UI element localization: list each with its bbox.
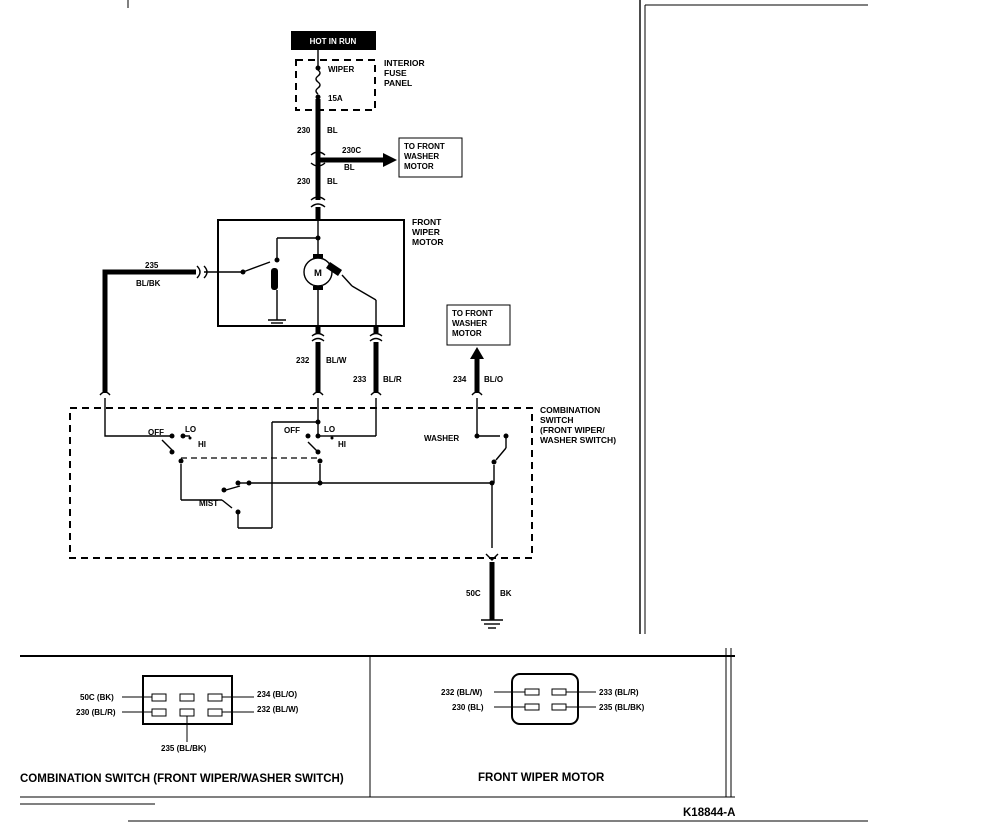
to-washer-1-line-2: WASHER: [404, 152, 439, 161]
wire-235-num: 235: [145, 261, 159, 270]
wire-233-num: 233: [353, 375, 367, 384]
switch1-hi: HI: [198, 440, 206, 449]
fuse-rating: 15A: [328, 94, 343, 103]
wire-232-233: 232 BL/W 233 BL/R: [296, 326, 402, 408]
combination-switch: COMBINATION SWITCH (FRONT WIPER/ WASHER …: [69, 405, 616, 561]
front-wiper-motor-connector: 232 (BL/W) 230 (BL) 233 (BL/R) 235 (BL/B…: [441, 673, 645, 784]
wire-234-num: 234: [453, 375, 467, 384]
conn1-pin-232: 232 (BL/W): [257, 705, 299, 714]
chevron-down-icon: [485, 553, 499, 561]
conn2-pin-233: 233 (BL/R): [599, 688, 639, 697]
wire-230-top-num: 230: [297, 126, 311, 135]
switch1-off: OFF: [148, 428, 164, 437]
splice-icon: [310, 151, 326, 167]
switch2-hi: HI: [338, 440, 346, 449]
comb-switch-label-2: SWITCH: [540, 415, 574, 425]
wire-50c-num: 50C: [466, 589, 481, 598]
switch2-lo: LO: [324, 425, 335, 434]
to-washer-motor-box-2: TO FRONT WASHER MOTOR 234 BL/O: [446, 304, 511, 408]
mist-label: MIST: [199, 499, 218, 508]
switch2-off: OFF: [284, 426, 300, 435]
wire-230-top-color: BL: [327, 126, 338, 135]
wire-230c-num: 230C: [342, 146, 361, 155]
fuse-name: WIPER: [328, 65, 354, 74]
wire-50c-color: BK: [500, 589, 512, 598]
switch1-lo: LO: [185, 425, 196, 434]
conn1-pin-230: 230 (BL/R): [76, 708, 116, 717]
comb-switch-label-3: (FRONT WIPER/: [540, 425, 605, 435]
wire-230-mid-color: BL: [327, 177, 338, 186]
wire-232-color: BL/W: [326, 356, 347, 365]
conn1-pin-50c: 50C (BK): [80, 693, 114, 702]
comb-switch-label-1: COMBINATION: [540, 405, 600, 415]
wire-230-feed: 230 BL 230C BL 230 BL: [297, 99, 397, 220]
connector-icon: [310, 196, 326, 208]
park-cam-icon: [271, 268, 278, 290]
to-washer-2-line-2: WASHER: [452, 319, 487, 328]
wire-232-num: 232: [296, 356, 310, 365]
wire-234-color: BL/O: [484, 375, 503, 384]
conn2-title: FRONT WIPER MOTOR: [478, 772, 605, 784]
wire-230c-color: BL: [344, 163, 355, 172]
motor-label-1: FRONT: [412, 217, 442, 227]
fuse-panel-label-1: INTERIOR: [384, 58, 425, 68]
arrow-right-icon: [383, 153, 397, 167]
wire-233-color: BL/R: [383, 375, 402, 384]
conn1-title: COMBINATION SWITCH (FRONT WIPER/WASHER S…: [20, 773, 344, 785]
hot-in-run-box: HOT IN RUN: [291, 31, 376, 50]
wire-235: 235 BL/BK: [99, 261, 208, 408]
motor-label-3: MOTOR: [412, 237, 443, 247]
fuse-panel: WIPER 15A INTERIOR FUSE PANEL: [295, 50, 425, 111]
combination-switch-connector: 50C (BK) 230 (BL/R) 234 (BL/O) 232 (BL/W…: [20, 675, 344, 785]
motor-symbol: M: [314, 268, 322, 279]
to-washer-1-line-3: MOTOR: [404, 162, 434, 171]
fuse-icon: [315, 69, 321, 95]
conn2-pin-230: 230 (BL): [452, 703, 484, 712]
fuse-panel-label-2: FUSE: [384, 68, 407, 78]
front-wiper-motor: FRONT WIPER MOTOR M: [204, 217, 443, 327]
motor-label-2: WIPER: [412, 227, 440, 237]
conn2-pin-232: 232 (BL/W): [441, 688, 483, 697]
to-washer-2-line-3: MOTOR: [452, 329, 482, 338]
wire-230-mid-num: 230: [297, 177, 311, 186]
figure-id: K18844-A: [683, 807, 735, 819]
to-washer-2-line-1: TO FRONT: [452, 309, 493, 318]
washer-label: WASHER: [424, 434, 459, 443]
hot-in-run-label: HOT IN RUN: [310, 37, 357, 46]
wire-235-color: BL/BK: [136, 279, 161, 288]
page-frame: [20, 0, 868, 822]
to-washer-1-line-1: TO FRONT: [404, 142, 445, 151]
to-washer-motor-box-1: TO FRONT WASHER MOTOR: [398, 137, 463, 178]
conn2-pin-235: 235 (BL/BK): [599, 703, 645, 712]
connector-icon: [196, 265, 208, 279]
ground-50c: 50C BK: [466, 562, 512, 629]
arrow-up-icon: [470, 347, 484, 359]
conn1-pin-235: 235 (BL/BK): [161, 744, 207, 753]
fuse-panel-label-3: PANEL: [384, 78, 412, 88]
comb-switch-label-4: WASHER SWITCH): [540, 435, 616, 445]
conn1-pin-234: 234 (BL/O): [257, 690, 297, 699]
